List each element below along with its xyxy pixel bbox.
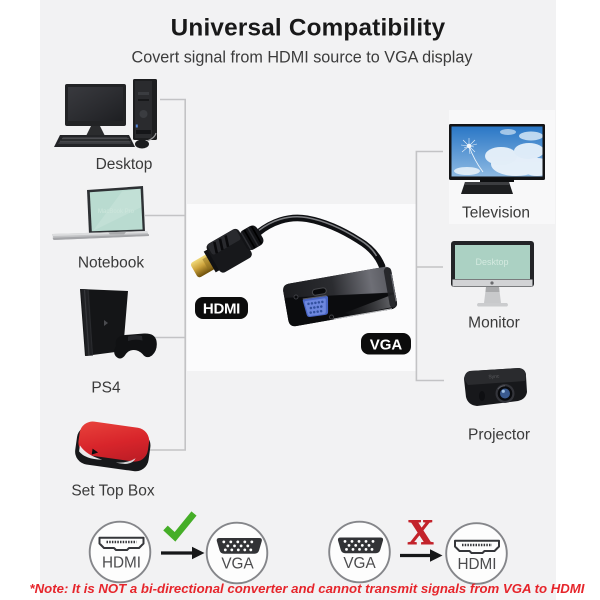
svg-text:Monitor: Monitor	[468, 315, 520, 332]
svg-text:Desktop: Desktop	[475, 257, 508, 267]
svg-text:MacBook Pro: MacBook Pro	[98, 209, 135, 215]
svg-text:Sync: Sync	[488, 374, 500, 381]
svg-text:Covert signal from HDMI source: Covert signal from HDMI source to VGA di…	[132, 49, 474, 67]
svg-text:HDMI: HDMI	[102, 555, 141, 572]
svg-text:Projector: Projector	[468, 427, 530, 444]
svg-text:Television: Television	[462, 205, 530, 222]
svg-text:PS4: PS4	[91, 380, 121, 397]
svg-text:Notebook: Notebook	[78, 255, 145, 272]
svg-text:Universal Compatibility: Universal Compatibility	[171, 15, 446, 42]
svg-text:*Note: It is NOT a bi-directio: *Note: It is NOT a bi-directional conver…	[30, 581, 585, 596]
svg-text:Set Top Box: Set Top Box	[71, 483, 155, 500]
svg-text:X: X	[408, 512, 434, 552]
svg-text:VGA: VGA	[343, 555, 376, 572]
svg-text:VGA: VGA	[370, 337, 403, 354]
svg-text:Desktop: Desktop	[96, 156, 153, 173]
svg-text:HDMI: HDMI	[457, 556, 496, 573]
svg-text:HDMI: HDMI	[203, 301, 240, 318]
svg-text:VGA: VGA	[221, 556, 254, 573]
